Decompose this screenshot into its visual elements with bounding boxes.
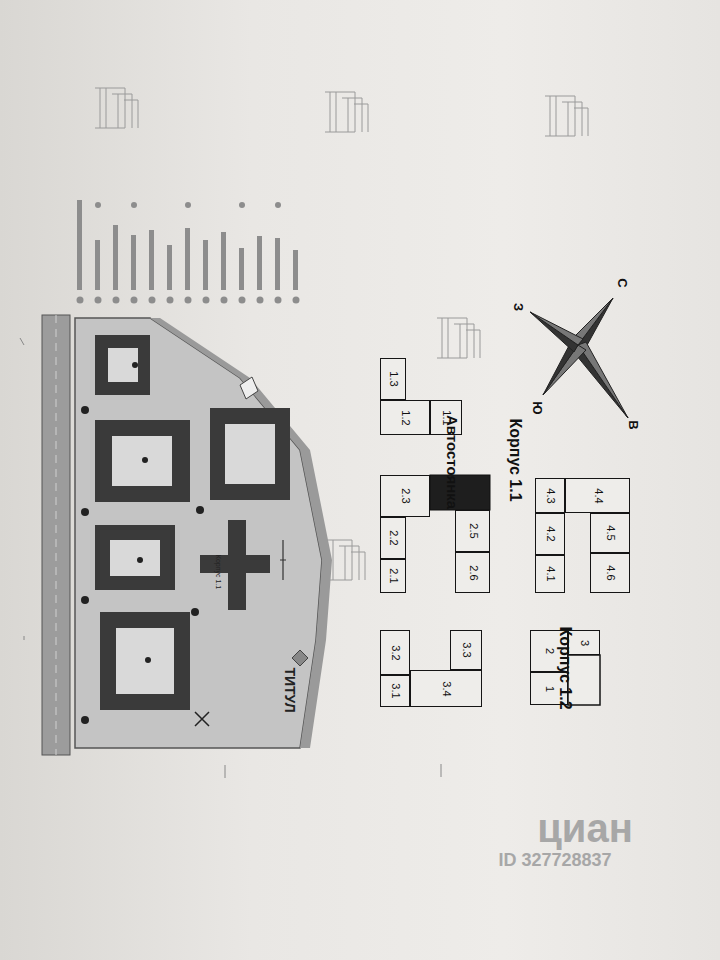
section-number: 4.3 <box>545 488 556 503</box>
section-number: 1.2 <box>400 410 411 425</box>
compass <box>530 298 628 418</box>
north-mark <box>195 712 209 726</box>
compass-letter: С <box>616 278 629 287</box>
compass-letter: Ю <box>531 401 544 414</box>
section-box: 4.3 <box>535 478 565 513</box>
compass-letter: З <box>512 303 525 311</box>
plan-label: Корпус 1.1 <box>215 555 222 589</box>
section-box: 3.2 <box>380 630 410 675</box>
section-number: 4.5 <box>605 525 616 540</box>
section-number: 4.1 <box>545 566 556 581</box>
section-number: 1.3 <box>388 371 399 386</box>
plan-arrow <box>280 540 286 580</box>
section-box: 4.4 <box>565 478 630 513</box>
watermark: ID 327728837 <box>498 851 611 869</box>
section-box: 2.2 <box>380 517 406 559</box>
highlighted-section <box>430 475 490 510</box>
section-number: 3.1 <box>390 683 401 698</box>
section-box: 3.3 <box>450 630 482 670</box>
section-number: 3.2 <box>390 645 401 660</box>
street <box>42 315 70 755</box>
territory <box>75 318 322 748</box>
plan-markers <box>81 362 204 724</box>
section-number: 3 <box>579 639 590 645</box>
section-box: 4.5 <box>590 513 630 553</box>
building-icons <box>95 88 588 581</box>
section-box: 1.2 <box>380 400 430 435</box>
section-box: 3.1 <box>380 675 410 707</box>
section-box: 1.3 <box>380 358 406 400</box>
section-box: 4.2 <box>535 513 565 555</box>
section-number: 2.5 <box>467 523 478 538</box>
section-box: 4.6 <box>590 553 630 593</box>
section-box: 2.1 <box>380 559 406 593</box>
street-axis <box>56 315 57 755</box>
section-number: 3.3 <box>461 642 472 657</box>
section-number: 2.2 <box>388 530 399 545</box>
section-number: 2.3 <box>400 488 411 503</box>
section-number: 4.2 <box>545 526 556 541</box>
section-box: 2.6 <box>455 552 490 593</box>
section-number: 2.1 <box>388 568 399 583</box>
plan-legend <box>77 200 300 304</box>
plan-courtyards <box>108 348 275 694</box>
section-box: 3.4 <box>410 670 482 707</box>
watermark: циан <box>537 808 633 848</box>
section-box: 2.3 <box>380 475 430 517</box>
section-number: 4.6 <box>605 565 616 580</box>
plan-label: Корпус 1.1 <box>507 418 523 501</box>
plan-label: Корпус 1.2 <box>557 626 573 709</box>
logo-mark <box>292 650 308 666</box>
plan-buildings <box>95 335 290 710</box>
section-number: 3.4 <box>441 681 452 696</box>
section-box: 2.5 <box>455 510 490 552</box>
section-number: 4.4 <box>592 488 603 503</box>
tick-marks <box>20 338 441 778</box>
section-number: 1 <box>544 685 555 691</box>
compass-letter: В <box>627 420 640 429</box>
playground <box>240 377 258 399</box>
section-number: 2 <box>544 648 555 654</box>
plan-label: Автостоянка <box>445 415 460 509</box>
section-box: 4.1 <box>535 555 565 593</box>
plan-label: ТИТУЛ <box>283 667 297 712</box>
section-number: 2.6 <box>467 565 478 580</box>
